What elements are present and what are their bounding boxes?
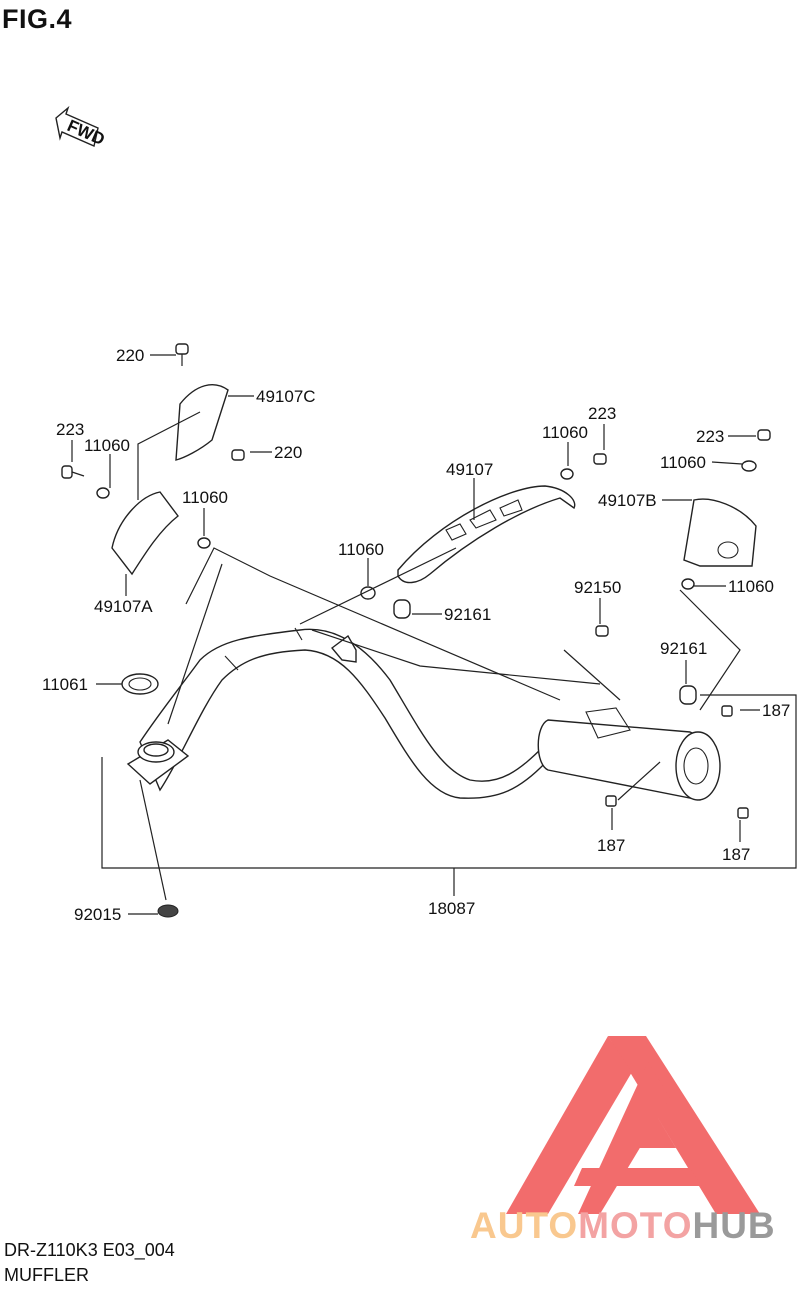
callout-11060: 11060 — [542, 423, 588, 442]
callout-49107: 49107 — [446, 460, 493, 479]
callout-11060: 11060 — [338, 540, 384, 559]
bolt-icon — [595, 625, 609, 637]
callout-11061: 11061 — [42, 675, 88, 694]
callout-11060: 11060 — [84, 436, 130, 455]
callout-49107C: 49107C — [256, 387, 316, 406]
muffler-body — [537, 707, 721, 801]
callout-223: 223 — [56, 420, 84, 439]
washer-icon — [560, 468, 574, 480]
washer-icon — [197, 537, 211, 549]
flange-nut — [157, 904, 179, 918]
callout-92161: 92161 — [660, 639, 707, 658]
bolt-icon — [61, 465, 85, 479]
washer-icon — [360, 586, 376, 600]
callout-187: 187 — [597, 836, 625, 855]
callout-92015: 92015 — [74, 905, 121, 924]
watermark-logo — [506, 1036, 760, 1214]
bolt-icon — [175, 343, 189, 366]
washer-icon — [681, 578, 695, 590]
bolt-icon — [757, 429, 771, 441]
brand-part-hub: HUB — [692, 1205, 776, 1246]
fwd-arrow-icon: FWD — [55, 105, 108, 149]
heat-shield-right — [683, 498, 757, 567]
callout-187: 187 — [722, 845, 750, 864]
callout-92161: 92161 — [444, 605, 491, 624]
leader-lines — [71, 354, 760, 915]
assembly-frame-line — [101, 694, 797, 869]
figure-title: FIG.4 — [2, 4, 73, 34]
callout-49107A: 49107A — [94, 597, 153, 616]
washer-icon — [96, 487, 110, 499]
callout-11060: 11060 — [660, 453, 706, 472]
callout-18087: 18087 — [428, 899, 475, 918]
callout-223: 223 — [588, 404, 616, 423]
callout-220: 220 — [274, 443, 302, 462]
bolt-icon — [231, 449, 245, 461]
callout-92150: 92150 — [574, 578, 621, 597]
gasket-ring — [121, 673, 159, 695]
bolt-icon — [605, 795, 617, 807]
washer-icon — [741, 460, 757, 472]
callout-11060: 11060 — [182, 488, 228, 507]
heat-shield-left — [111, 491, 179, 576]
bolt-icon — [593, 453, 607, 465]
callout-223: 223 — [696, 427, 724, 446]
rubber-mount-icon — [393, 599, 411, 619]
bolt-icon — [721, 705, 733, 717]
callout-187: 187 — [762, 701, 790, 720]
heat-shield-main — [397, 485, 576, 584]
bolt-icon — [737, 807, 749, 819]
callout-11060: 11060 — [728, 577, 774, 596]
section-name: MUFFLER — [4, 1265, 89, 1285]
model-code: DR-Z110K3 E03_004 — [4, 1240, 175, 1260]
exhaust-flange — [126, 739, 190, 785]
brand-part-auto: AUTO — [470, 1205, 579, 1246]
callout-220: 220 — [116, 346, 144, 365]
rubber-mount-icon — [679, 685, 697, 705]
fwd-label: FWD — [64, 116, 107, 149]
gasket-ring-inner — [128, 677, 152, 691]
callout-49107B: 49107B — [598, 491, 657, 510]
heat-shield-upper — [175, 384, 229, 461]
brand-part-moto: MOTO — [578, 1205, 693, 1246]
watermark-brand: AUTOMOTOHUB — [470, 1205, 776, 1247]
